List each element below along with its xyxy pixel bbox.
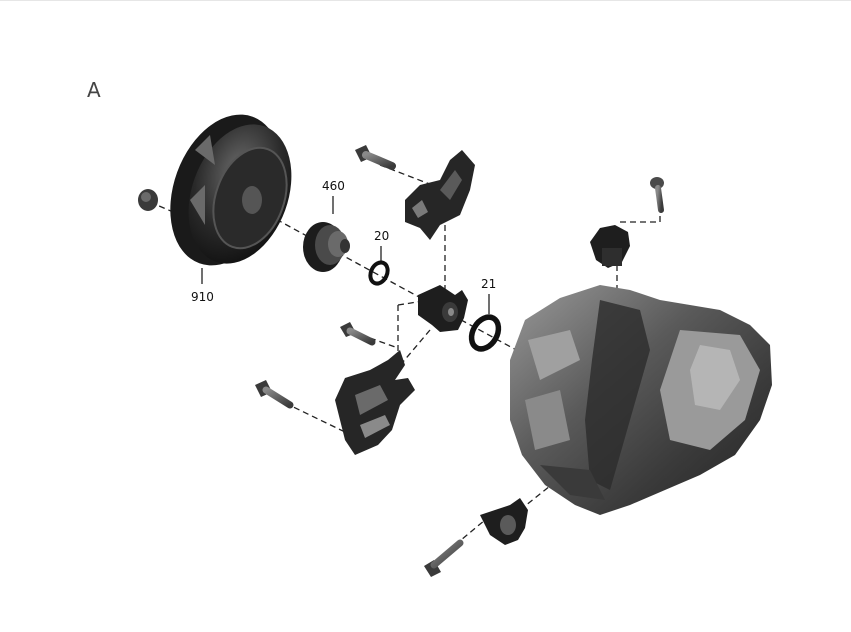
transmission-housing-part xyxy=(510,285,772,515)
lower-bolt-part xyxy=(255,380,294,409)
lower-mount-part xyxy=(480,498,528,545)
callout-20: 20 xyxy=(374,229,390,243)
breather-cap-part xyxy=(590,225,630,268)
callout-21: 21 xyxy=(481,277,497,291)
top-border xyxy=(0,0,851,1)
upper-bolt-part xyxy=(355,145,396,170)
seal-ring-part xyxy=(468,314,502,352)
breather-bolt-part xyxy=(650,177,664,213)
callout-460: 460 xyxy=(322,179,345,193)
callout-910: 910 xyxy=(191,290,214,304)
middle-bolt-part xyxy=(340,322,376,346)
guide-tube-part xyxy=(418,285,468,332)
callout-leaders xyxy=(201,196,490,314)
lower-bracket-part xyxy=(335,350,415,455)
clutch-pressure-plate-part xyxy=(170,114,292,266)
view-label: A xyxy=(87,78,102,102)
o-ring-part xyxy=(368,260,390,286)
nut-part xyxy=(138,189,158,211)
release-bearing-part xyxy=(303,222,350,272)
upper-bracket-part xyxy=(405,150,475,240)
bottom-bolt-part xyxy=(424,539,464,577)
